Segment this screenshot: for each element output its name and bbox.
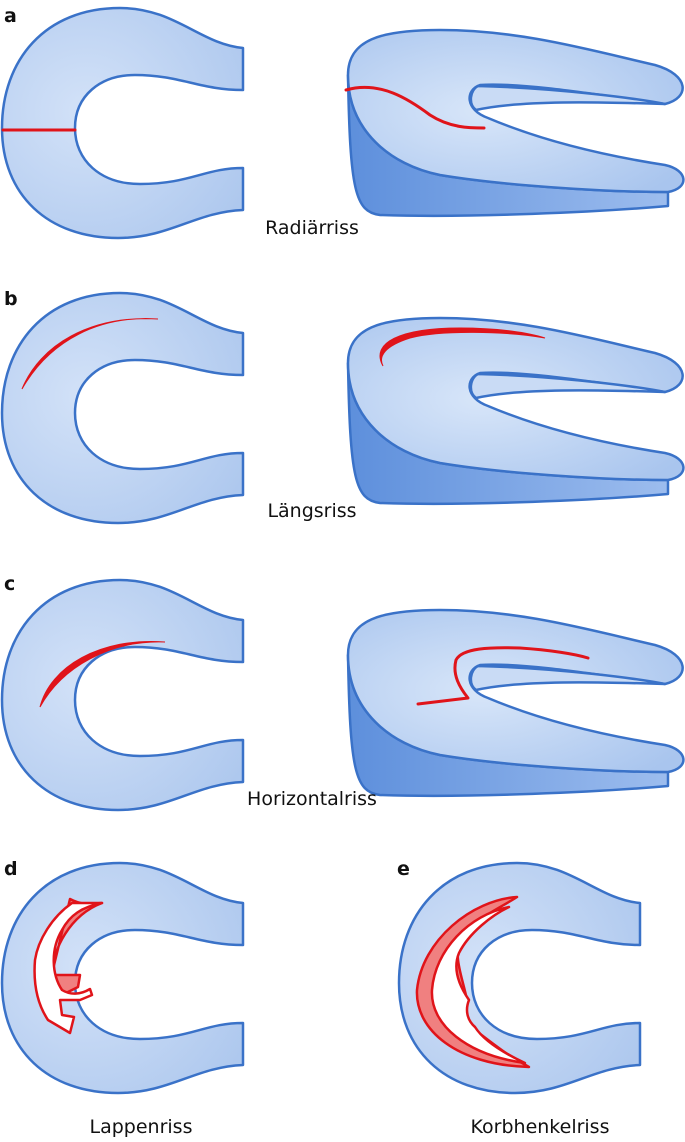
panel-d: d Lappenriss <box>0 858 245 1138</box>
meniscus-3d-view-b <box>346 316 685 506</box>
panel-letter-c: c <box>4 573 15 595</box>
panel-a: a Radiärriss <box>0 5 685 240</box>
panel-letter-d: d <box>4 858 18 880</box>
panel-e: e Korbhenkelriss <box>397 858 642 1138</box>
caption-a: Radiärriss <box>265 217 359 239</box>
meniscus-top-view-d <box>0 861 245 1095</box>
meniscus-3d-view-c <box>346 608 685 798</box>
panel-c: c Horizontalriss <box>0 573 685 812</box>
meniscus-3d-view-a <box>344 28 685 218</box>
caption-b: Längsriss <box>267 500 356 522</box>
caption-c: Horizontalriss <box>247 788 377 810</box>
caption-e: Korbhenkelriss <box>471 1116 610 1138</box>
meniscus-top-view-a <box>0 6 245 240</box>
panel-letter-e: e <box>397 858 410 880</box>
meniscus-top-view-c <box>0 578 245 812</box>
radial-tear-3d <box>344 85 486 130</box>
bucket-handle-tear <box>430 905 527 1065</box>
caption-d: Lappenriss <box>90 1116 193 1138</box>
meniscus-top-view-e <box>397 861 642 1095</box>
flap-tear <box>33 901 104 1035</box>
panel-letter-a: a <box>4 5 17 27</box>
panel-b: b Längsriss <box>0 288 685 525</box>
longitudinal-tear-3d <box>379 327 546 367</box>
longitudinal-tear <box>21 318 159 390</box>
horizontal-tear <box>39 640 166 708</box>
panel-letter-b: b <box>4 288 18 310</box>
horizontal-tear-3d <box>416 646 590 706</box>
meniscus-top-view-b <box>0 291 245 525</box>
